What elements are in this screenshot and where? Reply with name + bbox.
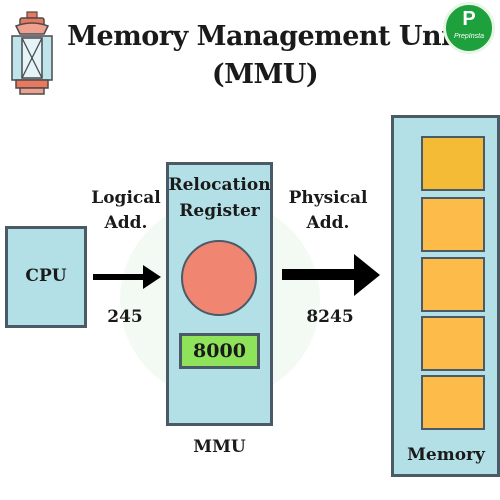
- page-title: Memory Management Unit: [67, 21, 463, 52]
- logo-text: PrepInsta: [454, 33, 484, 40]
- physical-address-label-line1: Physical: [288, 188, 368, 208]
- relocation-register-value: 8000: [179, 333, 260, 369]
- relocation-register-circle: [181, 240, 257, 316]
- memory-label: Memory: [407, 445, 485, 465]
- lantern-icon: [11, 11, 53, 95]
- page-title-abbreviation: (MMU): [211, 59, 319, 90]
- physical-address-value: 8245: [306, 307, 354, 327]
- logo-letter: P: [462, 8, 476, 30]
- memory-cell: [421, 136, 485, 191]
- cpu-label: CPU: [25, 266, 67, 286]
- physical-address-label-line2: Add.: [306, 213, 350, 233]
- prepinsta-logo: P PrepInsta: [443, 2, 495, 54]
- logical-address-value: 245: [107, 307, 143, 327]
- cpu-box: [5, 226, 87, 328]
- physical-arrow: [282, 254, 380, 296]
- relocation-register-label-line1: Relocation: [168, 175, 271, 195]
- memory-cell: [421, 257, 485, 312]
- memory-cell: [421, 375, 485, 430]
- memory-cell: [421, 197, 485, 252]
- memory-cell: [421, 316, 485, 371]
- relocation-register-label-line2: Register: [179, 201, 260, 221]
- logical-arrow: [93, 265, 161, 289]
- mmu-label: MMU: [193, 437, 246, 457]
- logical-address-label-line2: Add.: [104, 213, 148, 233]
- logical-address-label-line1: Logical: [91, 188, 161, 208]
